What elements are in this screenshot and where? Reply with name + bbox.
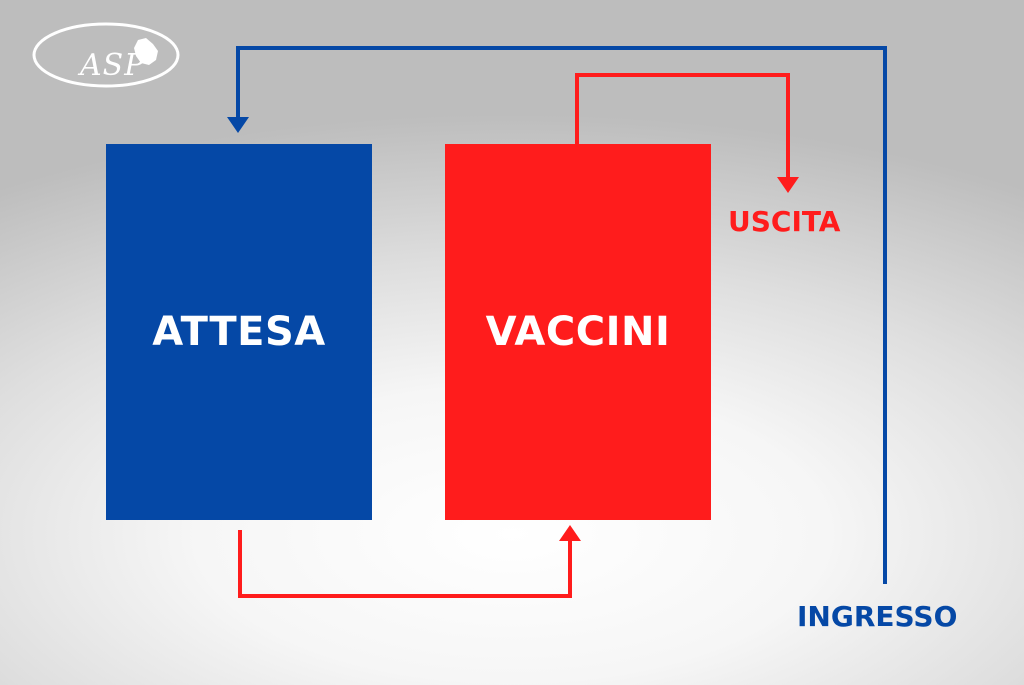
logo-text: ASP [80,48,146,83]
entrance-path [236,46,887,584]
exit-arrowhead [777,177,799,193]
exit-label: USCITA [728,205,841,238]
exit-path [575,73,790,178]
region-map-icon [134,38,158,65]
waiting-area-label: ATTESA [152,309,326,355]
entrance-arrowhead [227,117,249,133]
entrance-label: INGRESSO [797,600,958,633]
transfer-path [238,530,572,598]
transfer-arrowhead [559,525,581,541]
waiting-area-box: ATTESA [106,144,372,520]
logo-ellipse [32,22,180,88]
asp-logo: ASP [30,20,182,90]
vaccination-area-label: VACCINI [485,309,671,355]
vaccination-area-box: VACCINI [445,144,711,520]
